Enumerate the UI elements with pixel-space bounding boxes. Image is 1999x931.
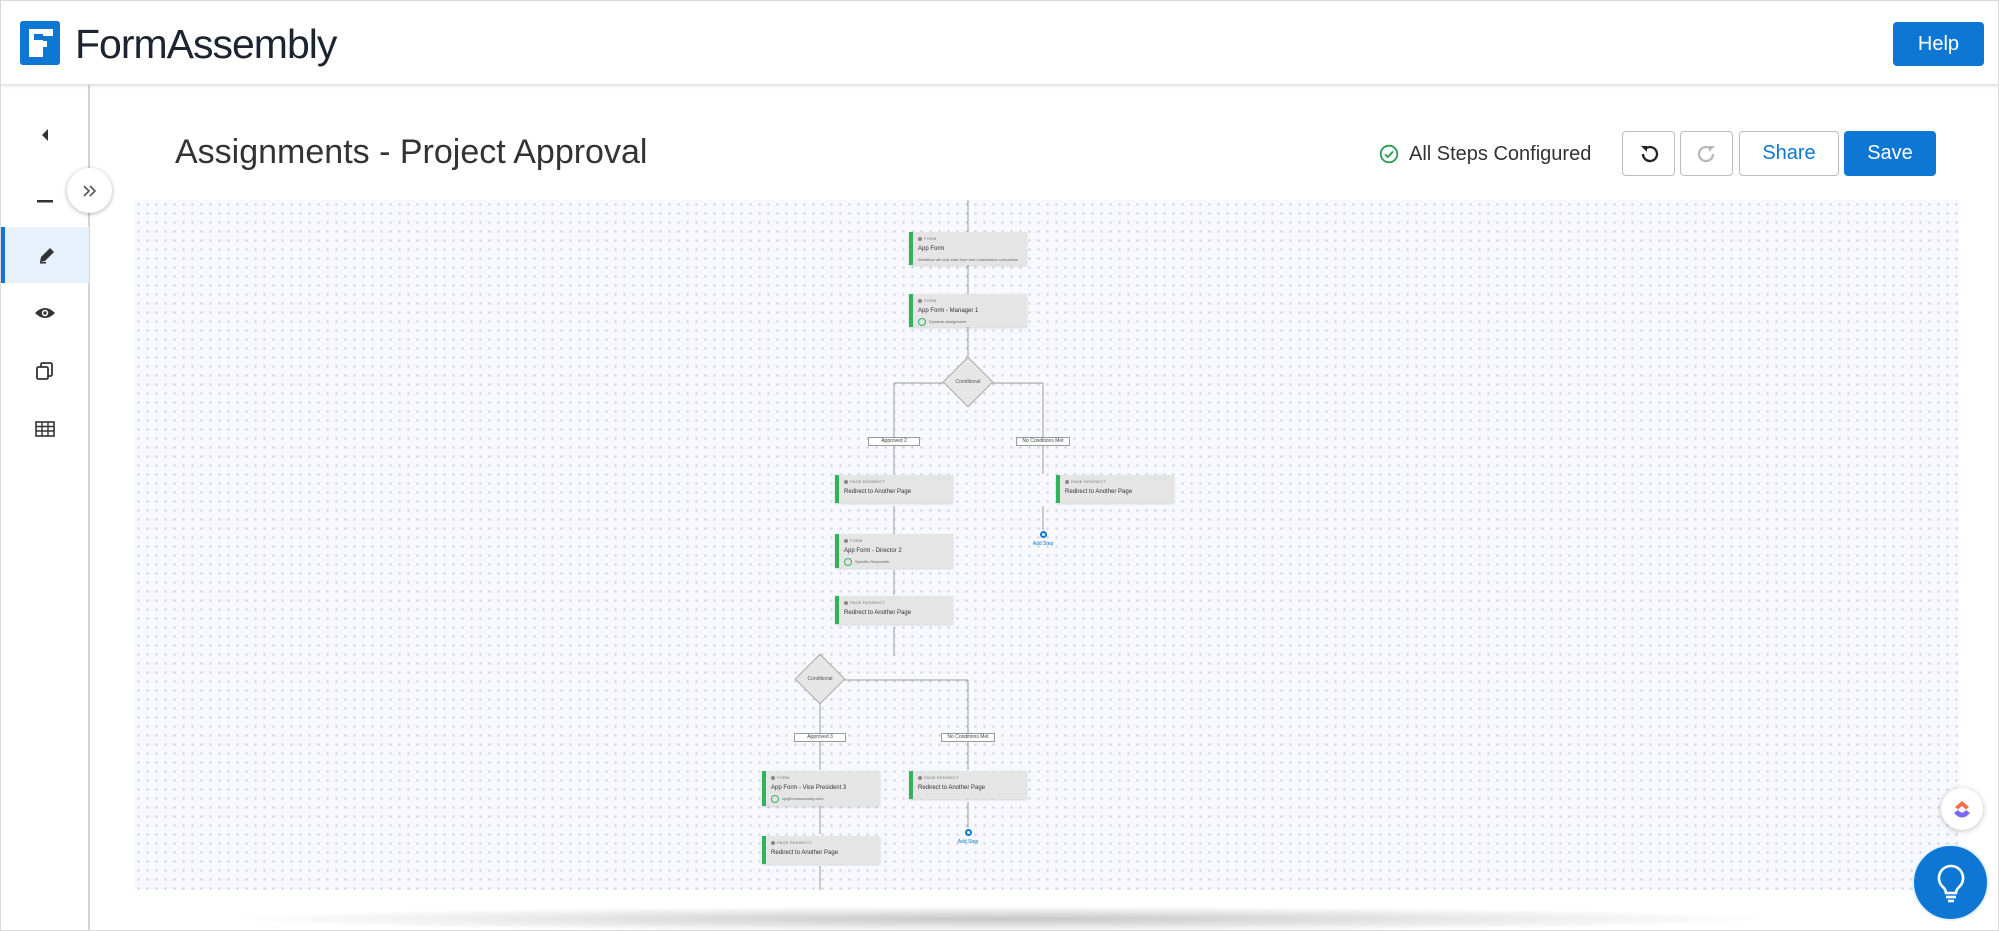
- lightbulb-icon: [1937, 864, 1964, 902]
- conditional-label: Conditional: [807, 676, 833, 682]
- pencil-icon: [40, 248, 54, 264]
- workflow-step-node[interactable]: PAGE REDIRECT Redirect to Another Page: [909, 771, 1027, 799]
- brand-name: FormAssembly: [75, 21, 337, 67]
- workflow-step-node[interactable]: PAGE REDIRECT Redirect to Another Page: [835, 475, 953, 503]
- workflow-step-node[interactable]: PAGE REDIRECT Redirect to Another Page: [835, 596, 953, 624]
- branch-label[interactable]: No Conditions Met: [941, 733, 995, 742]
- ideas-help-button[interactable]: [1912, 844, 1989, 921]
- sidebar-item-preview[interactable]: [1, 285, 89, 341]
- save-button[interactable]: Save: [1844, 131, 1936, 176]
- copy-icon: [36, 362, 53, 380]
- redo-button[interactable]: [1680, 131, 1733, 176]
- sidebar-item-table[interactable]: [1, 401, 89, 457]
- workflow-step-node[interactable]: PAGE REDIRECT Redirect to Another Page: [762, 836, 880, 864]
- assignee-icon: [771, 795, 779, 803]
- workflow-canvas[interactable]: FORM App Form Workflow will only start f…: [134, 200, 1959, 890]
- add-step-button[interactable]: Add Step: [948, 829, 988, 845]
- share-button[interactable]: Share: [1739, 131, 1839, 176]
- double-chevron-right-icon: [82, 184, 96, 197]
- minus-icon: [37, 200, 53, 203]
- workflow-step-node[interactable]: FORM App Form - Vice President 3 vp@form…: [762, 771, 880, 806]
- clickup-icon: [1954, 801, 1970, 818]
- branch-label[interactable]: No Conditions Met: [1016, 437, 1070, 446]
- status-text: All Steps Configured: [1409, 142, 1592, 165]
- status-indicator: All Steps Configured: [1379, 141, 1591, 167]
- workflow-step-node[interactable]: FORM App Form - Director 2 Specific Resp…: [835, 534, 953, 568]
- check-circle-icon: [1379, 144, 1399, 164]
- table-icon: [35, 421, 55, 437]
- sidebar-minimize-button[interactable]: [1, 173, 89, 229]
- redo-icon: [1697, 145, 1715, 162]
- assignee-icon: [918, 318, 926, 326]
- add-step-icon: [1039, 531, 1047, 538]
- workflow-step-node[interactable]: FORM App Form Workflow will only start f…: [909, 232, 1027, 265]
- undo-button[interactable]: [1622, 131, 1675, 176]
- page-title: Assignments - Project Approval: [175, 133, 648, 171]
- formassembly-logo-icon: [20, 21, 60, 65]
- assignee-icon: [844, 558, 852, 566]
- branch-label[interactable]: Approved 2: [868, 437, 920, 446]
- top-header: FormAssembly Help: [1, 1, 1998, 85]
- clickup-extension-button[interactable]: [1941, 788, 1983, 830]
- workflow-connectors: [819, 200, 1044, 890]
- sidebar-expand-button[interactable]: [67, 168, 112, 213]
- left-sidebar: [1, 85, 90, 930]
- help-button[interactable]: Help: [1893, 22, 1984, 66]
- workflow-step-node[interactable]: PAGE REDIRECT Redirect to Another Page: [1056, 475, 1174, 503]
- sidebar-collapse-button[interactable]: [1, 107, 89, 163]
- eye-icon: [35, 308, 55, 318]
- canvas-shadow: [221, 906, 1781, 930]
- add-step-button[interactable]: Add Step: [1023, 531, 1063, 547]
- sidebar-item-edit[interactable]: [1, 227, 89, 283]
- workflow-step-node[interactable]: FORM App Form - Manager 1 Dynamic Assign…: [909, 294, 1027, 327]
- conditional-label: Conditional: [955, 379, 981, 385]
- undo-icon: [1640, 145, 1658, 162]
- sidebar-item-copy[interactable]: [1, 343, 89, 399]
- caret-left-icon: [42, 129, 48, 141]
- branch-label[interactable]: Approved 3: [794, 733, 846, 742]
- add-step-icon: [964, 829, 972, 836]
